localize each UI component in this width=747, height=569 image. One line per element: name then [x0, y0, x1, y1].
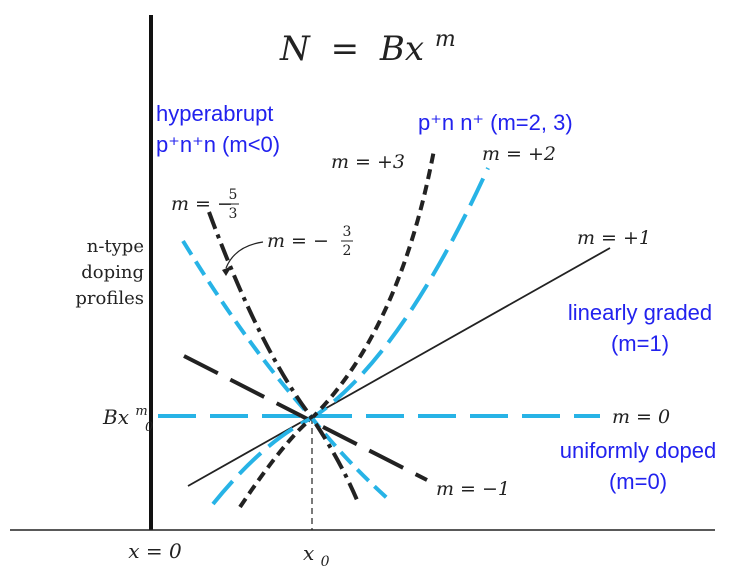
y-axis-label-line-3: profiles [75, 288, 144, 309]
line-m-plus-1 [187, 247, 611, 487]
line-m-plus-2 [211, 167, 490, 506]
label-m-plus-1: m = +1 [577, 227, 651, 249]
line-m-minus-1 [183, 354, 428, 482]
x0-label: x 0 [303, 541, 330, 569]
line-m-plus-3 [238, 149, 436, 509]
y-axis-label-line-1: n-type [87, 236, 144, 257]
x-origin-label: x = 0 [128, 539, 182, 563]
label-m-minus-3-2: m = − [267, 230, 329, 252]
annotation-uniform-1: uniformly doped [560, 438, 717, 463]
label-m-zero: m = 0 [612, 406, 670, 428]
annotation-hyperabrupt-1: hyperabrupt [156, 101, 273, 126]
m-minus-3-2-pointer [225, 241, 264, 269]
label-m-minus-3-2-num: 3 [343, 224, 352, 240]
label-m-minus-3-2-den: 2 [343, 243, 352, 259]
pointer-arrowhead [222, 266, 232, 276]
annotation-uniform-2: (m=0) [609, 469, 667, 494]
label-m-minus-5-3-num: 5 [229, 187, 238, 203]
label-m-minus-5-3-den: 3 [229, 206, 238, 222]
y-tick-label: Bx m 0 [102, 396, 154, 435]
label-m-plus-3: m = +3 [331, 151, 405, 173]
line-m-minus-5-3 [207, 211, 359, 501]
equation-title: N = Bx m [279, 27, 456, 69]
annotation-hyperabrupt-2: p⁺n⁺n (m<0) [156, 132, 280, 157]
annotation-linear-1: linearly graded [568, 300, 712, 325]
annotation-linear-2: (m=1) [611, 331, 669, 356]
label-m-minus-5-3: m = − [171, 193, 233, 215]
label-m-minus-1: m = −1 [436, 478, 510, 500]
annotation-pn: p⁺n n⁺ (m=2, 3) [418, 110, 573, 135]
label-m-plus-2: m = +2 [482, 143, 556, 165]
y-axis-label-line-2: doping [81, 262, 144, 283]
